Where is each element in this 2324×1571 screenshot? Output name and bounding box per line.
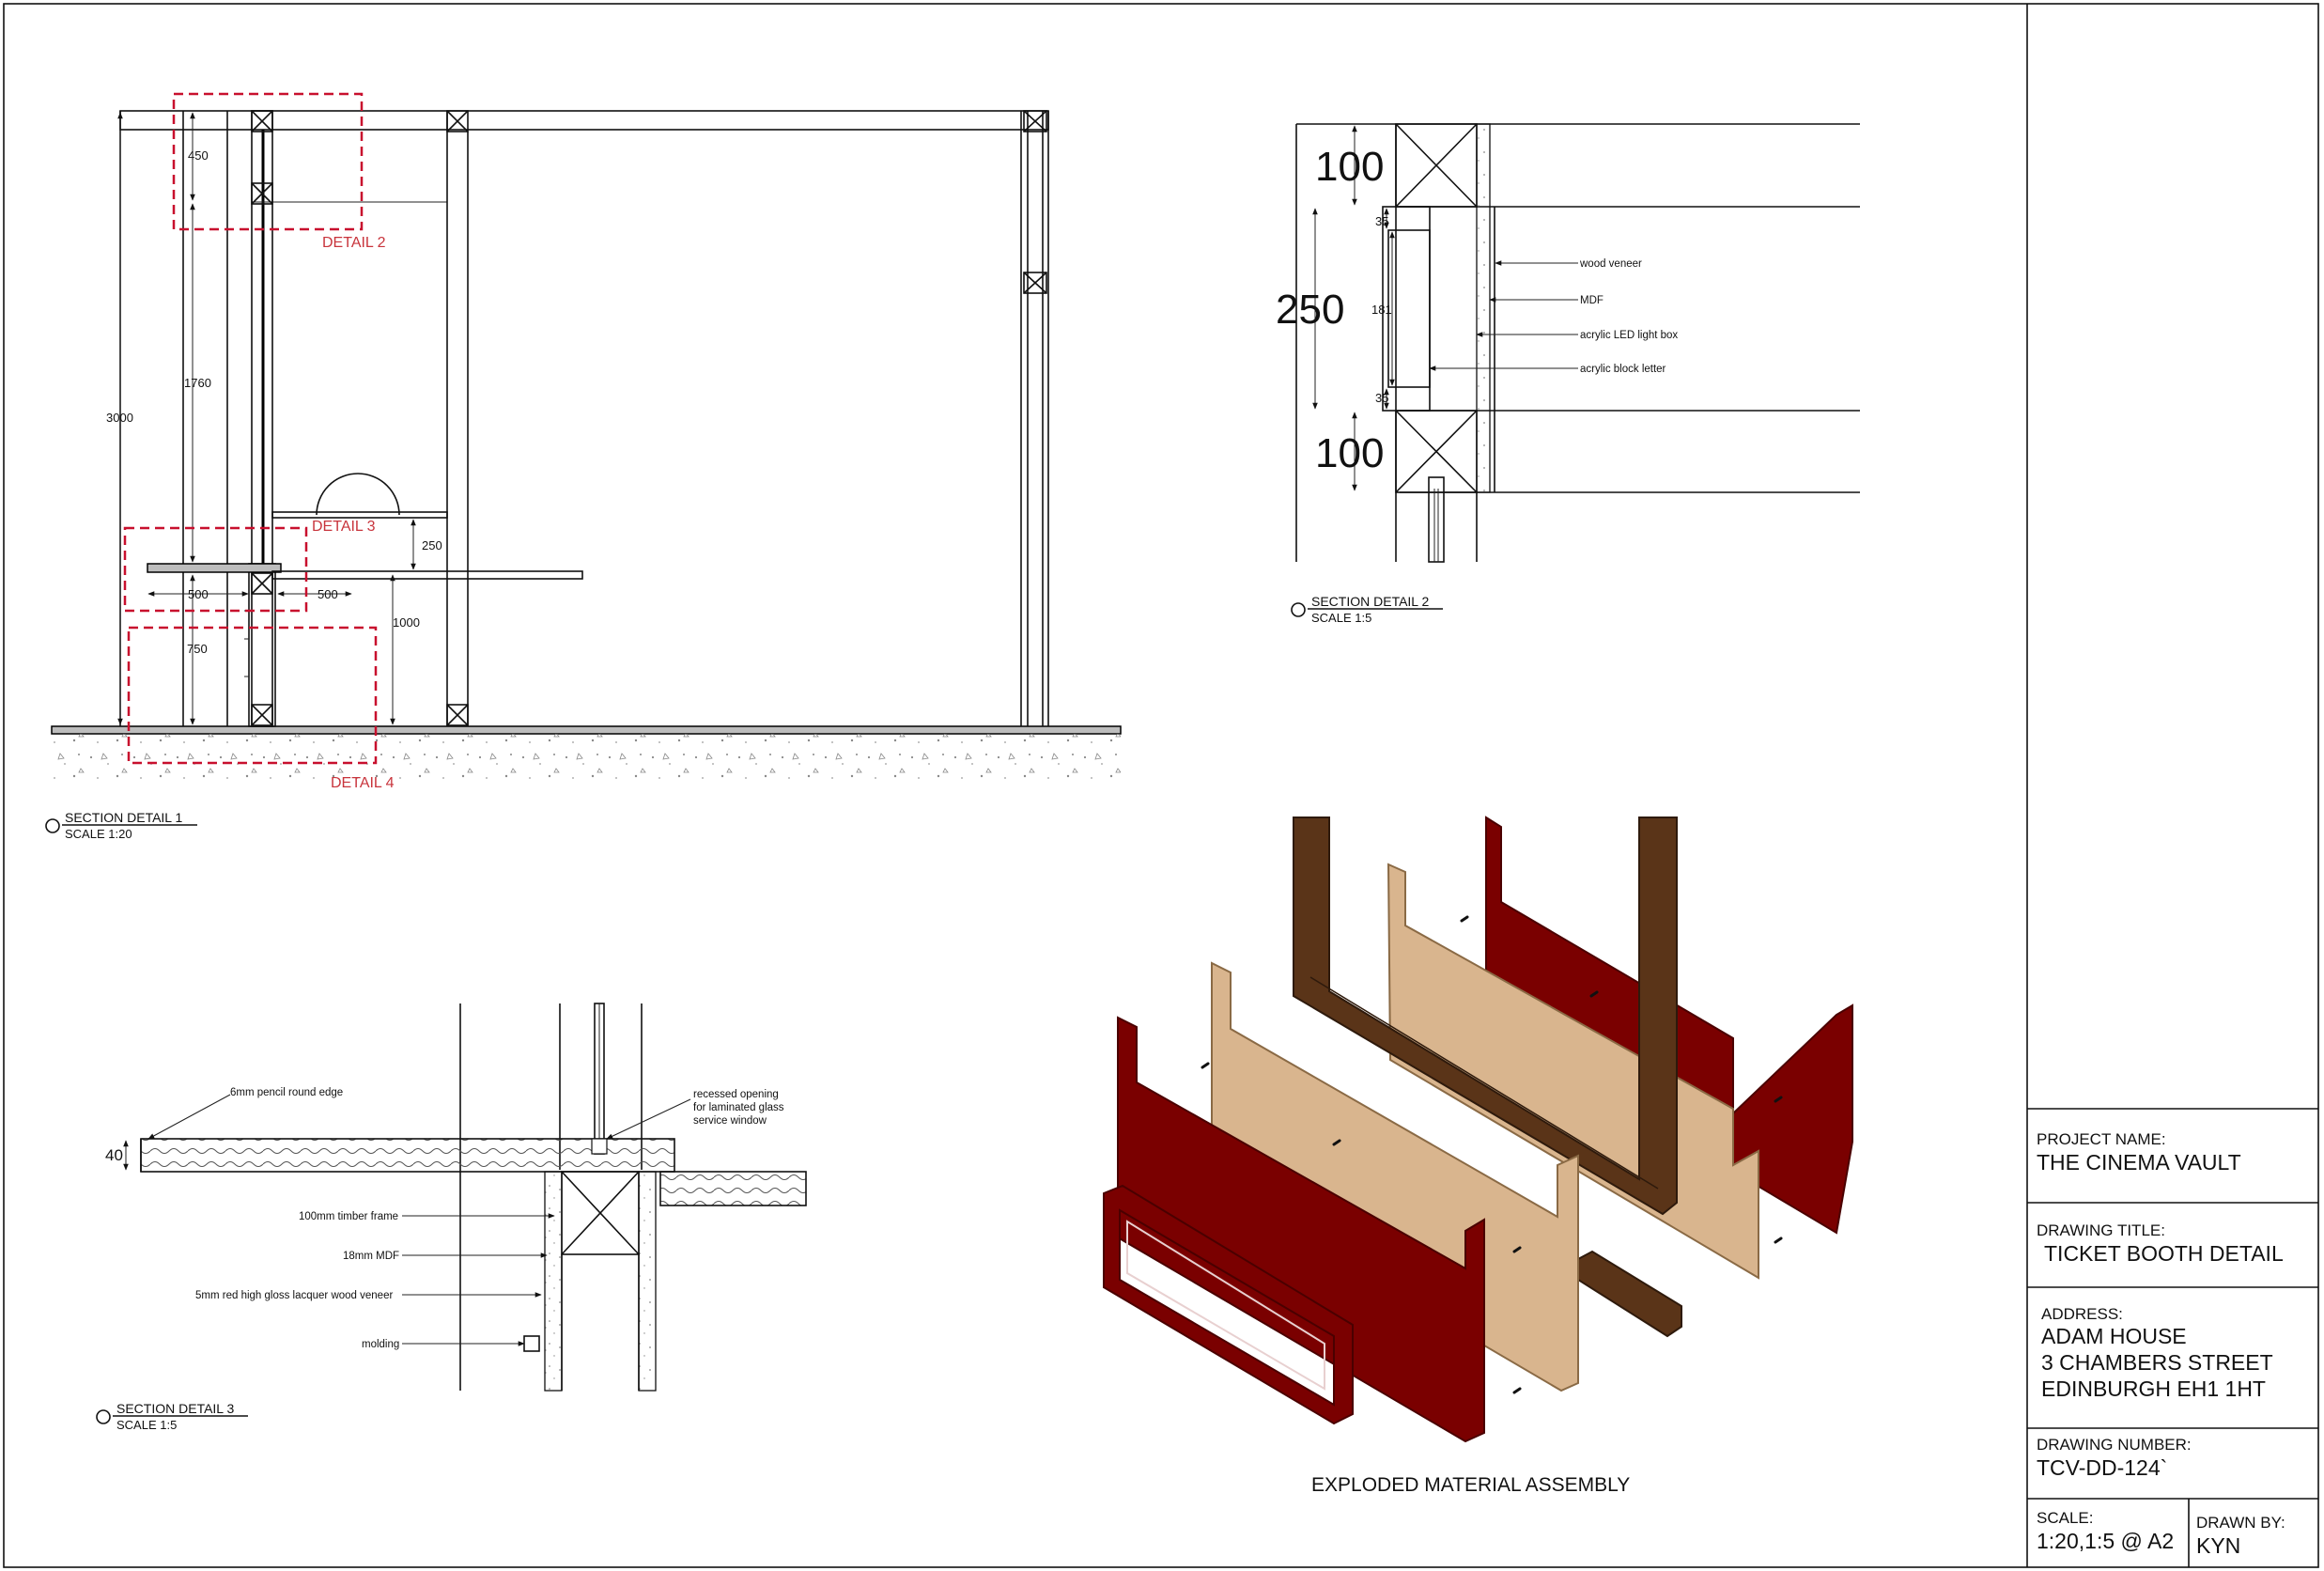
- address-line-1: ADAM HOUSE: [2041, 1324, 2187, 1348]
- detail-4-label: DETAIL 4: [331, 775, 395, 791]
- section-1-marker: [45, 818, 60, 833]
- title-block: PROJECT NAME: THE CINEMA VAULT DRAWING T…: [2027, 1108, 2318, 1567]
- section-1-scale: SCALE 1:20: [65, 827, 132, 841]
- address-line-3: EDINBURGH EH1 1HT: [2041, 1377, 2266, 1401]
- molding-frame: [1103, 1184, 1354, 1425]
- project-name-value: THE CINEMA VAULT: [2037, 1150, 2241, 1174]
- timber-beam: [1577, 1250, 1682, 1338]
- address-line-2: 3 CHAMBERS STREET: [2041, 1350, 2273, 1375]
- timber-frame: [1293, 817, 1678, 1216]
- dim-40: 40: [105, 1146, 123, 1164]
- note-acrylic-led-box: acrylic LED light box: [1580, 330, 1678, 341]
- section-2-marker: [1291, 602, 1306, 617]
- scale-label: SCALE:: [2037, 1509, 2093, 1527]
- dim-250: 250: [422, 538, 442, 552]
- note-mdf: MDF: [1580, 295, 1604, 306]
- assembly-caption: EXPLODED MATERIAL ASSEMBLY: [1311, 1474, 1630, 1496]
- section-3-marker: [96, 1409, 111, 1424]
- note-wood-veneer: wood veneer: [1579, 258, 1642, 270]
- note-service-window: service window: [693, 1115, 767, 1127]
- floor-slab: [51, 725, 1122, 735]
- dim-35-bottom: 35: [1375, 391, 1388, 405]
- mdf-layer: [1476, 123, 1491, 493]
- drawn-by-label: DRAWN BY:: [2196, 1514, 2285, 1532]
- section-1-title: SECTION DETAIL 1: [65, 810, 182, 825]
- counter-slab-detail: [140, 1138, 675, 1173]
- dim-500-right: 500: [318, 587, 338, 601]
- section-3-scale: SCALE 1:5: [116, 1418, 177, 1432]
- detail-3-label: DETAIL 3: [312, 519, 376, 535]
- note-red-veneer: 5mm red high gloss lacquer wood veneer: [195, 1290, 393, 1301]
- section-detail-3: 40 6mm pencil round edge recessed openin…: [96, 1003, 807, 1432]
- drawing-title-value: TICKET BOOTH DETAIL: [2044, 1241, 2284, 1266]
- dim-100-bottom: 100: [1315, 430, 1384, 476]
- drawing-title-label: DRAWING TITLE:: [2037, 1221, 2165, 1239]
- drawn-by-value: KYN: [2196, 1533, 2240, 1558]
- sheet-border: [3, 3, 2319, 1568]
- note-molding: molding: [362, 1339, 399, 1350]
- section-2-scale: SCALE 1:5: [1311, 611, 1371, 625]
- note-acrylic-letter: acrylic block letter: [1580, 364, 1666, 375]
- drawing-number-label: DRAWING NUMBER:: [2037, 1436, 2192, 1454]
- address-label: ADDRESS:: [2041, 1305, 2123, 1323]
- concrete-ground: [52, 734, 1121, 779]
- front-red-veneer-panel: [1117, 1016, 1485, 1443]
- note-18mm-mdf: 18mm MDF: [343, 1251, 399, 1262]
- note-pencil-round-edge: 6mm pencil round edge: [230, 1087, 343, 1098]
- dim-1000: 1000: [393, 615, 420, 630]
- dim-100-top: 100: [1315, 144, 1384, 190]
- exploded-assembly: EXPLODED MATERIAL ASSEMBLY: [1103, 816, 1853, 1496]
- dim-35-top: 35: [1375, 214, 1388, 228]
- drawing-number-value: TCV-DD-124`: [2037, 1455, 2167, 1480]
- note-laminated-glass: for laminated glass: [693, 1102, 784, 1113]
- section-2-title: SECTION DETAIL 2: [1311, 594, 1429, 609]
- detail-2-callout-box: [172, 92, 364, 231]
- dim-181: 181: [1371, 303, 1392, 317]
- detail-3-callout-box: [123, 526, 308, 613]
- detail-2-label: DETAIL 2: [322, 235, 386, 251]
- section-detail-1: 450 1760 3000 250 500 500 750 1000 DETAI…: [45, 92, 1122, 841]
- note-recessed-opening: recessed opening: [693, 1089, 779, 1100]
- dim-750: 750: [187, 642, 208, 656]
- detail-4-callout-box: [127, 626, 378, 765]
- dim-1760: 1760: [184, 376, 211, 390]
- note-timber-frame: 100mm timber frame: [299, 1211, 398, 1222]
- project-name-label: PROJECT NAME:: [2037, 1130, 2166, 1148]
- section-3-title: SECTION DETAIL 3: [116, 1401, 234, 1416]
- dim-450: 450: [188, 148, 209, 163]
- dim-250-mid: 250: [1276, 287, 1344, 333]
- scale-value: 1:20,1:5 @ A2: [2037, 1529, 2174, 1553]
- dim-500-left: 500: [188, 587, 209, 601]
- section-detail-2: 100 250 100 35 181 35 wood veneer MDF ac…: [1276, 123, 1860, 625]
- dim-3000: 3000: [106, 411, 133, 425]
- counter-top: [147, 563, 282, 573]
